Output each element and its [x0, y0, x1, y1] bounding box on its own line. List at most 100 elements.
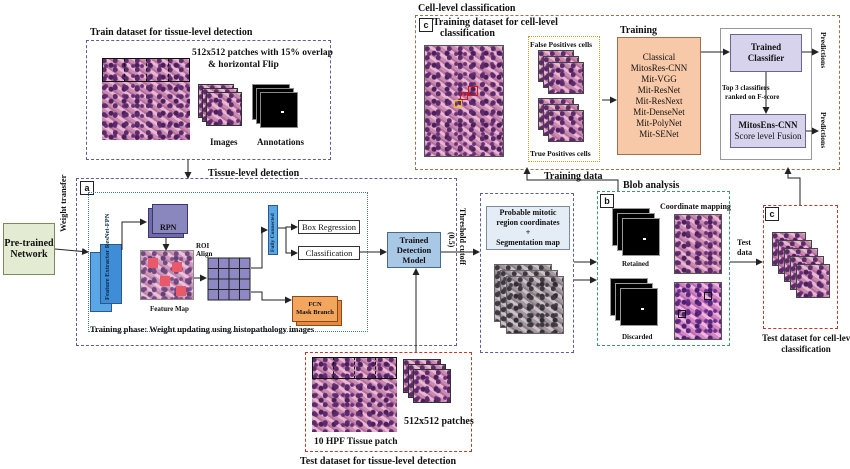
- test-tissue-title: Test dataset for tissue-level detection: [300, 456, 457, 467]
- train-cell-tissue: [424, 45, 504, 157]
- blob-analysis-title: Blob analysis: [623, 180, 680, 191]
- patch-desc-line1: 512x512 patches with 15% overlap: [192, 48, 333, 58]
- probable-line3: +: [525, 228, 531, 237]
- mapped-tissue-2: [674, 282, 722, 340]
- rpn-label: RPN: [160, 223, 177, 232]
- discarded-blob: [620, 288, 658, 326]
- fcn-block-top: [292, 296, 338, 322]
- roi-label-2: Align: [196, 250, 213, 258]
- arrow-blob-to-training: [523, 167, 619, 191]
- train-tissue-title: Train dataset for tissue-level detection: [90, 27, 253, 38]
- roi-region: [172, 262, 182, 272]
- test-cell-image: [796, 264, 830, 298]
- top3-line2: ranked on F-score: [725, 93, 780, 101]
- retained-blob: [622, 218, 660, 256]
- images-label: Images: [210, 137, 238, 147]
- tissue-level-title: Tissue-level detection: [208, 168, 300, 179]
- test-cell-box: [763, 205, 838, 329]
- trained-detection-model: Trained Detection Model: [387, 232, 441, 268]
- roi-region: [148, 258, 158, 268]
- classifier-item: Mit-SENet: [639, 129, 679, 139]
- classifier-output-frame: [720, 28, 812, 160]
- annotation-mask: [260, 92, 298, 128]
- annotations-label: Annotations: [257, 137, 305, 147]
- probable-line2: region coordinates: [496, 218, 560, 227]
- grid-line: [375, 357, 376, 379]
- training-phase-label: Training phase: Weight updating using hi…: [90, 324, 315, 334]
- test-data-line1: Test: [737, 238, 751, 247]
- pretrained-network-box: Pre-trained Network: [3, 223, 55, 275]
- roi-align-grid: [207, 257, 251, 301]
- test-tissue-box: [305, 352, 472, 452]
- classifier-item: MitosRes-CNN: [630, 63, 688, 73]
- grid-line: [168, 58, 169, 82]
- tag-c-top: c: [419, 18, 433, 32]
- fcn-line1: FCN: [308, 301, 322, 308]
- test-patch-image: [413, 369, 451, 403]
- ens-line2: Score level Fusion: [734, 131, 802, 141]
- train-patch-image: [206, 92, 242, 126]
- blob-analysis-box: [597, 191, 730, 346]
- fully-connected-block: [268, 205, 278, 255]
- fcn-line2: Mask Branch: [296, 309, 334, 316]
- segmentation-map: [506, 276, 564, 334]
- arrow-fc-to-box: [278, 223, 298, 231]
- probable-line4: Segmentation map: [496, 238, 560, 247]
- tag-a: a: [80, 181, 94, 195]
- arrow-roi-to-fcn: [251, 291, 292, 304]
- box-regression-box: Box Regression: [298, 220, 360, 234]
- grid-line: [146, 58, 147, 82]
- tag-c: c: [765, 207, 779, 221]
- pretrained-line1: Pre-trained: [4, 238, 54, 249]
- arrow-extractor-to-rpn: [121, 218, 147, 250]
- coordinate-mapping-label: Coordinate mapping: [660, 202, 731, 211]
- probable-line1: Probable mitotic: [499, 208, 557, 217]
- grid-line: [124, 58, 125, 82]
- classifier-item: Mit-VGG: [641, 74, 677, 84]
- arrow-test-cell-to-classifier: [784, 167, 801, 205]
- false-positive-marker: [460, 92, 468, 100]
- patch-desc-line2: & horizontal Flip: [208, 60, 279, 70]
- grid-line: [354, 357, 355, 379]
- roi-region: [176, 286, 186, 296]
- false-pos-cell: [548, 62, 584, 94]
- true-positive-marker: [454, 100, 462, 108]
- false-positive-marker: [468, 86, 478, 96]
- train-tissue-image: [102, 58, 190, 140]
- classifier-list: Classical MitosRes-CNN Mit-VGG Mit-ResNe…: [617, 37, 701, 155]
- false-pos-label: False Positives cells: [530, 40, 593, 49]
- roi-region: [160, 276, 170, 286]
- rpn-cube-top: [152, 204, 188, 234]
- classifier-item: Mit-DenseNet: [633, 107, 685, 117]
- test-patches-label: 512x512 patches: [404, 416, 474, 427]
- mapped-marker: [704, 292, 712, 300]
- trained-cls-line2: Classifier: [747, 53, 785, 63]
- test-cell-title-1: Test dataset for cell-level: [762, 333, 850, 343]
- arrow-roi-to-fc: [251, 226, 268, 269]
- classifier-item: Mit-PolyNet: [636, 118, 682, 128]
- training-phase-box: [88, 192, 368, 332]
- mapped-marker: [678, 310, 686, 318]
- classifier-item: Mit-ResNet: [637, 85, 681, 95]
- roi-label-1: ROI: [196, 242, 210, 250]
- trained-det-line3: Model: [402, 255, 426, 265]
- cells-box: [528, 36, 600, 162]
- training-title: Training: [620, 25, 658, 36]
- cell-level-box: [415, 15, 840, 170]
- arrow-fc-to-class: [285, 228, 298, 257]
- classification-box: Classification: [298, 246, 360, 260]
- tissue-level-box: [76, 178, 457, 346]
- trained-classifier-box: Trained Classifier: [730, 34, 802, 72]
- discarded-label: Discarded: [622, 333, 653, 341]
- true-pos-cell: [548, 110, 584, 142]
- train-tissue-box: [86, 40, 331, 160]
- pretrained-line2: Network: [10, 249, 48, 260]
- true-pos-label: True Positives cells: [530, 149, 591, 158]
- retained-label: Retained: [622, 260, 649, 268]
- top3-line1: Top 3 classifiers: [722, 84, 770, 92]
- test-cell-title-2: classification: [781, 344, 831, 354]
- train-cell-title-2: classification: [440, 28, 495, 39]
- mapped-tissue-1: [674, 214, 722, 274]
- grid-line: [333, 357, 334, 379]
